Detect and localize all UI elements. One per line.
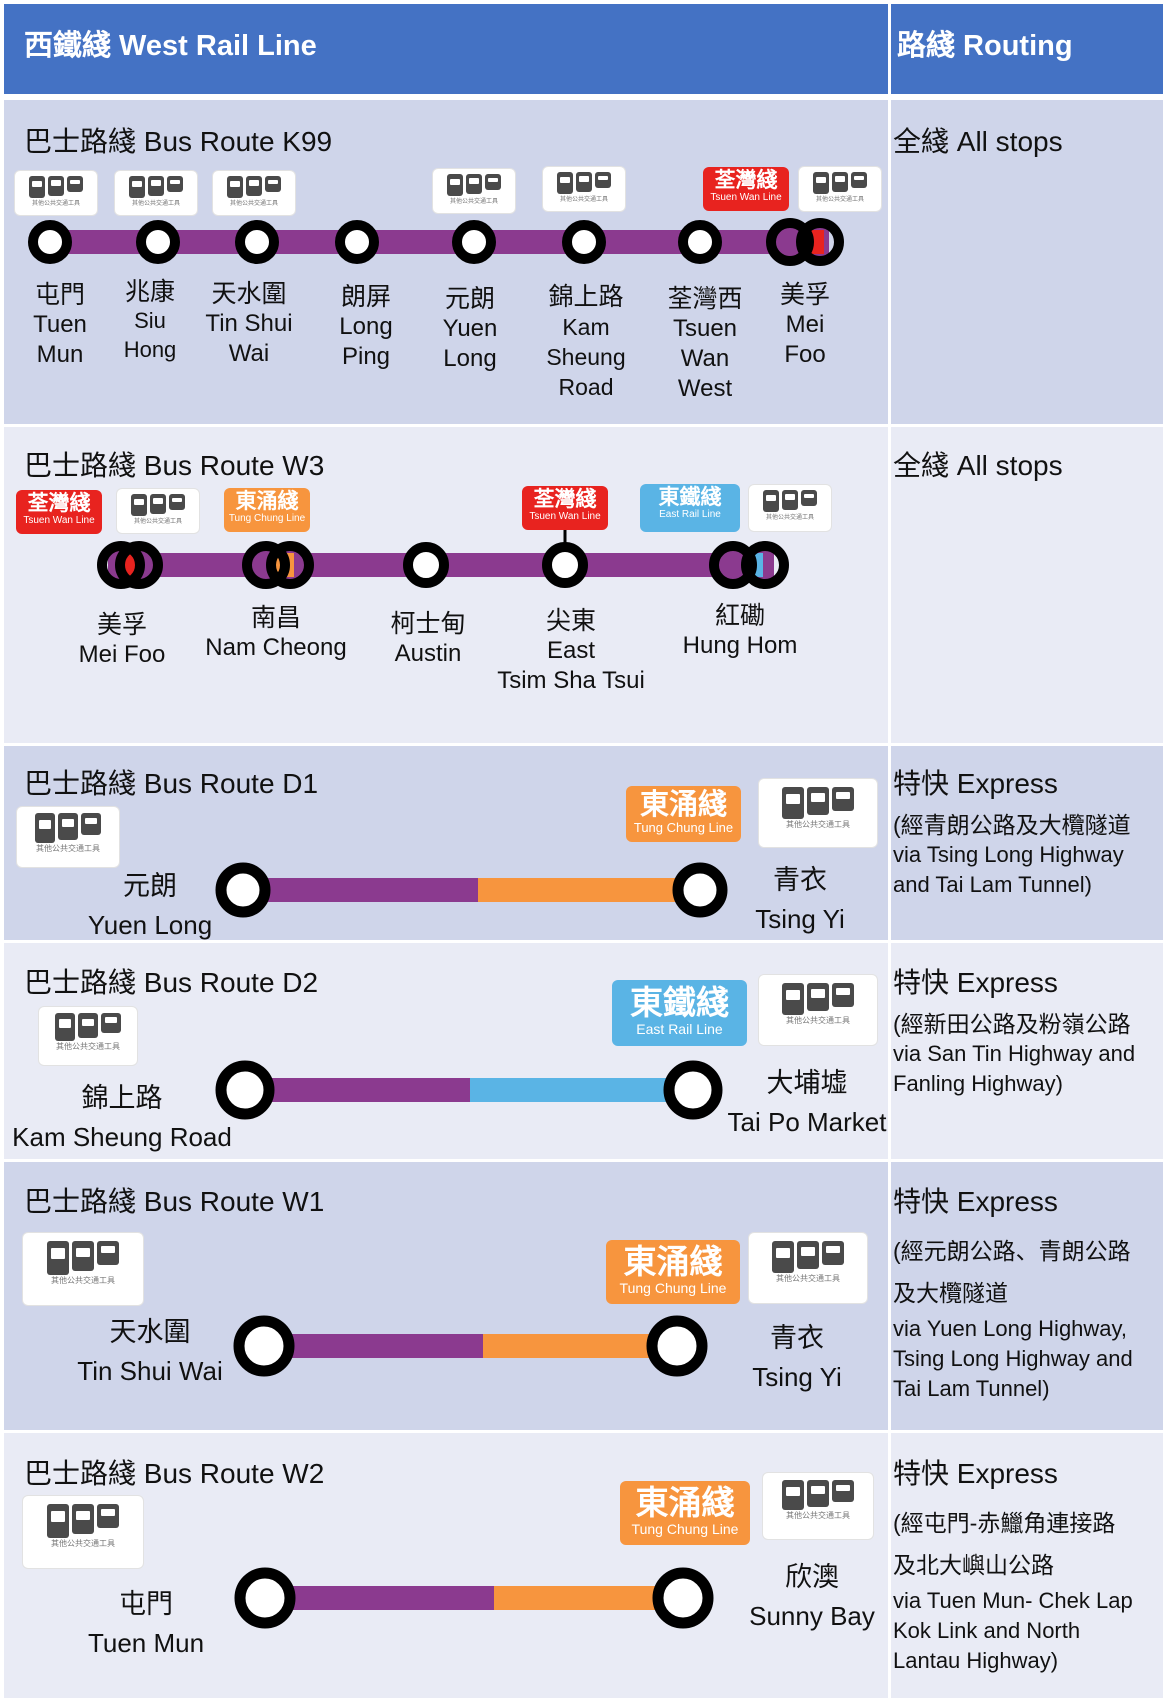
header-title: 西鐵綫 West Rail Line bbox=[24, 30, 317, 62]
route-title-k99: 巴士路綫 Bus Route K99 bbox=[24, 126, 333, 157]
other-transport-icon: 其他公共交通工具 bbox=[798, 166, 882, 212]
row-d1 bbox=[4, 746, 888, 940]
row-w3-routing bbox=[891, 427, 1163, 743]
station-sunny-bay bbox=[652, 1567, 714, 1629]
other-transport-icon: 其他公共交通工具 bbox=[748, 484, 832, 532]
other-transport-icon: 其他公共交通工具 bbox=[16, 806, 120, 868]
station-tsing-yi-d1 bbox=[672, 862, 728, 918]
routing-w2: 特快 Express (經屯門-赤鱲角連接路 及北大嶼山公路 via Tuen … bbox=[893, 1458, 1133, 1673]
other-transport-icon: 其他公共交通工具 bbox=[116, 488, 200, 534]
station-kam-sheung-road-d2 bbox=[215, 1060, 275, 1120]
interchange-mei-foo-w3 bbox=[97, 541, 163, 589]
route-title-d2: 巴士路綫 Bus Route D2 bbox=[24, 967, 319, 998]
routing-k99: 全綫 All stops bbox=[893, 120, 1063, 160]
row-d2-routing bbox=[891, 943, 1163, 1159]
other-transport-icon: 其他公共交通工具 bbox=[542, 166, 626, 212]
station-tin-shui-wai bbox=[235, 220, 279, 264]
other-transport-icon: 其他公共交通工具 bbox=[432, 168, 516, 214]
routing-header: 路綫 Routing bbox=[897, 30, 1073, 62]
routing-w3-line1: 全綫 All stops bbox=[893, 450, 1063, 481]
station-long-ping bbox=[335, 220, 379, 264]
station-tsing-yi-w1 bbox=[646, 1315, 708, 1377]
other-transport-icon: 其他公共交通工具 bbox=[758, 778, 878, 848]
station-tai-po-market bbox=[663, 1060, 723, 1120]
interchange-nam-cheong bbox=[242, 541, 314, 589]
row-k99-routing bbox=[891, 100, 1163, 424]
station-tsuen-wan-west bbox=[678, 220, 722, 264]
other-transport-icon: 其他公共交通工具 bbox=[114, 170, 198, 216]
other-transport-icon: 其他公共交通工具 bbox=[758, 974, 878, 1046]
row-w1-routing bbox=[891, 1162, 1163, 1430]
station-tin-shui-wai-w1 bbox=[233, 1315, 295, 1377]
header-right: 路綫 Routing bbox=[891, 4, 1163, 94]
route-title-w3: 巴士路綫 Bus Route W3 bbox=[24, 450, 325, 481]
other-transport-icon: 其他公共交通工具 bbox=[38, 1006, 138, 1066]
station-siu-hong bbox=[136, 220, 180, 264]
other-transport-icon: 其他公共交通工具 bbox=[14, 170, 98, 216]
routing-d1: 特快 Express (經青朗公路及大欖隧道 via Tsing Long Hi… bbox=[893, 768, 1131, 897]
row-w2 bbox=[4, 1433, 888, 1698]
interchange-hung-hom bbox=[709, 541, 789, 589]
station-yuen-long bbox=[452, 220, 496, 264]
row-d2 bbox=[4, 943, 888, 1159]
other-transport-icon: 其他公共交通工具 bbox=[22, 1495, 144, 1569]
row-w1 bbox=[4, 1162, 888, 1430]
row-d1-routing bbox=[891, 746, 1163, 940]
route-title-d1: 巴士路綫 Bus Route D1 bbox=[24, 768, 319, 799]
other-transport-icon: 其他公共交通工具 bbox=[212, 170, 296, 216]
station-austin bbox=[403, 542, 449, 588]
row-w2-routing bbox=[891, 1433, 1163, 1698]
station-yuen-long-d1 bbox=[215, 862, 271, 918]
station-east-tsim-sha-tsui bbox=[542, 542, 588, 588]
station-tuen-mun bbox=[28, 220, 72, 264]
header-left: 西鐵綫 West Rail Line bbox=[4, 4, 888, 94]
route-title-w1: 巴士路綫 Bus Route W1 bbox=[24, 1186, 325, 1217]
routing-d2: 特快 Express (經新田公路及粉嶺公路 via San Tin Highw… bbox=[893, 967, 1136, 1096]
other-transport-icon: 其他公共交通工具 bbox=[22, 1232, 144, 1306]
route-title-w2: 巴士路綫 Bus Route W2 bbox=[24, 1458, 325, 1489]
routing-k99-line1: 全綫 All stops bbox=[893, 126, 1063, 157]
routing-w1: 特快 Express (經元朗公路、青朗公路 及大欖隧道 via Yuen Lo… bbox=[893, 1186, 1133, 1401]
station-kam-sheung-road bbox=[562, 220, 606, 264]
station-tuen-mun-w2 bbox=[234, 1567, 296, 1629]
routing-w3: 全綫 All stops bbox=[893, 444, 1063, 484]
interchange-mei-foo-k99 bbox=[766, 218, 844, 266]
other-transport-icon: 其他公共交通工具 bbox=[748, 1232, 868, 1304]
other-transport-icon: 其他公共交通工具 bbox=[762, 1472, 874, 1540]
